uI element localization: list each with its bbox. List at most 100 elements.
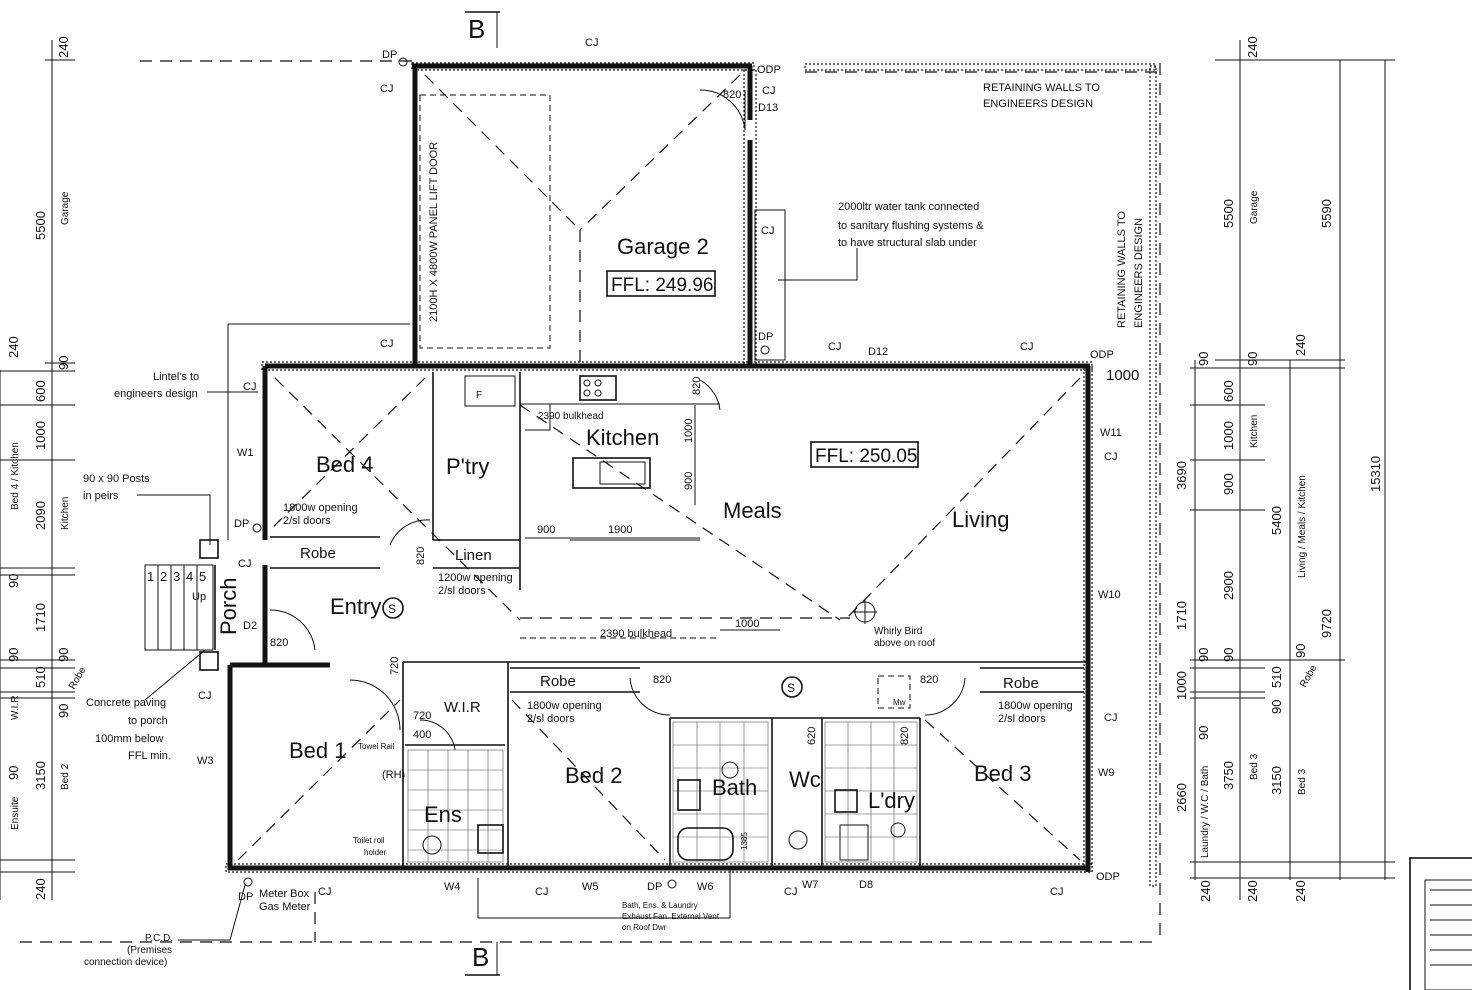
- note-lift-door: 2100H X 4800W PANEL LIFT DOOR: [428, 142, 440, 322]
- smoke-alarm-letter: S: [388, 602, 396, 616]
- svg-text:90: 90: [1221, 648, 1236, 662]
- tag-cj-14: CJ: [535, 886, 548, 898]
- note-bulkhead-mid: 2390 bulkhead: [600, 628, 672, 640]
- note-toilet-roll-2: holder: [364, 848, 387, 857]
- svg-text:1710: 1710: [1174, 601, 1189, 630]
- door-garage: 820: [723, 89, 741, 101]
- svg-text:240: 240: [1245, 36, 1260, 58]
- dimension-lines-right: [1190, 40, 1395, 900]
- svg-text:90: 90: [1269, 700, 1284, 714]
- note-opening-bed3-2: 2/sl doors: [998, 713, 1046, 725]
- stair-step-4: 4: [186, 569, 193, 584]
- porch-label: Porch: [216, 578, 241, 635]
- note-paving-3: 100mm below: [95, 733, 164, 745]
- note-meter-1: Meter Box: [259, 888, 310, 900]
- svg-text:90: 90: [56, 356, 71, 370]
- svg-text:240: 240: [1293, 880, 1308, 902]
- svg-text:90: 90: [6, 766, 21, 780]
- garage-features: [419, 74, 786, 365]
- note-whirly-2: above on roof: [874, 638, 935, 649]
- note-pcd-3: connection device): [84, 957, 167, 968]
- bed4-label: Bed 4: [316, 452, 374, 477]
- garage-walls: [411, 62, 757, 366]
- note-opening-linen-1: 1200w opening: [438, 572, 513, 584]
- section-markers: B B: [465, 11, 500, 976]
- linen-label: Linen: [455, 547, 492, 564]
- tag-cj-3: CJ: [762, 85, 775, 97]
- door-bed2: 820: [653, 674, 671, 686]
- left-dimension-text: 240 5500 Garage 240 90 600 1000 Bed 4 / …: [6, 36, 89, 900]
- svg-text:90: 90: [6, 574, 21, 588]
- ensuite-label: Ens: [424, 802, 462, 827]
- svg-text:Garage: Garage: [1249, 190, 1260, 224]
- door-bed4: 820: [415, 547, 427, 565]
- tag-cj-1: CJ: [380, 83, 393, 95]
- bed2-label: Bed 2: [565, 763, 623, 788]
- svg-text:Ensuite: Ensuite: [10, 796, 21, 830]
- dim-kitchen-900: 900: [683, 472, 695, 490]
- note-bulkhead-top: 2390 bulkhead: [538, 411, 604, 422]
- dim-bath-1385: 1385: [740, 832, 749, 850]
- svg-text:9720: 9720: [1319, 609, 1334, 638]
- svg-text:2090: 2090: [33, 501, 48, 530]
- tag-odp-3: ODP: [1096, 871, 1120, 883]
- note-exhaust-1: Bath, Ens. & Laundry: [622, 901, 698, 910]
- svg-text:1000: 1000: [33, 421, 48, 450]
- tag-w4: W4: [444, 881, 461, 893]
- right-dimension-text: 240 5500 Garage 5590 90 90 240 600 1000 …: [1174, 36, 1383, 902]
- svg-text:600: 600: [33, 380, 48, 402]
- door-ens: 400: [413, 729, 431, 741]
- wc-label: Wc: [789, 767, 821, 792]
- wir-label: W.I.R: [444, 699, 481, 716]
- note-retaining-top-1: RETAINING WALLS TO: [983, 82, 1100, 94]
- garage-label: Garage 2: [617, 234, 709, 259]
- svg-text:Bed 4 / Kitchen: Bed 4 / Kitchen: [10, 442, 21, 510]
- door-top-right: 1000: [1106, 367, 1139, 384]
- svg-text:240: 240: [1293, 334, 1308, 356]
- tag-w11: W11: [1100, 427, 1122, 439]
- note-pcd-1: P.C.D.: [145, 933, 173, 944]
- note-opening-linen-2: 2/sl doors: [438, 585, 486, 597]
- tag-w1: W1: [237, 447, 254, 459]
- tag-dp-3: DP: [234, 518, 249, 530]
- smoke-alarm-letter-2: S: [787, 681, 795, 695]
- svg-text:15310: 15310: [1368, 456, 1383, 492]
- note-lintels-1: Lintel's to: [153, 371, 199, 383]
- pantry-label: P'try: [446, 454, 489, 479]
- note-posts-2: in peirs: [83, 490, 119, 502]
- svg-text:90: 90: [1196, 352, 1211, 366]
- svg-text:240: 240: [33, 878, 48, 900]
- svg-text:600: 600: [1221, 380, 1236, 402]
- stair-up-label: Up: [192, 591, 206, 603]
- svg-text:1710: 1710: [33, 603, 48, 632]
- svg-text:1000: 1000: [1221, 421, 1236, 450]
- tag-d8: D8: [859, 879, 873, 891]
- svg-text:90: 90: [56, 704, 71, 718]
- svg-text:1000: 1000: [1174, 671, 1189, 700]
- smoke-alarm-icon-2: [781, 676, 803, 698]
- entry-label: Entry: [330, 594, 381, 619]
- tag-d13: D13: [758, 102, 778, 114]
- misc-symbols: [243, 57, 911, 889]
- tag-odp-1: ODP: [757, 64, 781, 76]
- stair-step-5: 5: [199, 569, 206, 584]
- tag-w5: W5: [582, 881, 599, 893]
- tag-w10: W10: [1098, 589, 1121, 601]
- svg-text:5500: 5500: [33, 211, 48, 240]
- note-opening-bed3-1: 1800w opening: [998, 700, 1073, 712]
- svg-text:5500: 5500: [1221, 199, 1236, 228]
- note-exhaust-3: on Roof Dwr: [622, 923, 667, 932]
- door-ens-b: 720: [389, 657, 401, 675]
- kitchen-label: Kitchen: [586, 425, 659, 450]
- svg-text:90: 90: [1245, 352, 1260, 366]
- note-opening-bed4-2: 2/sl doors: [283, 515, 331, 527]
- svg-text:90: 90: [56, 648, 71, 662]
- note-opening-bed2-1: 1800w opening: [527, 700, 602, 712]
- svg-text:90: 90: [1196, 726, 1211, 740]
- tag-odp-2: ODP: [1090, 349, 1114, 361]
- stair-step-3: 3: [173, 569, 180, 584]
- tag-cj-7: CJ: [1020, 341, 1033, 353]
- door-swings: [269, 379, 966, 751]
- dimension-lines-left: [0, 40, 75, 900]
- tag-cj-13: CJ: [318, 886, 331, 898]
